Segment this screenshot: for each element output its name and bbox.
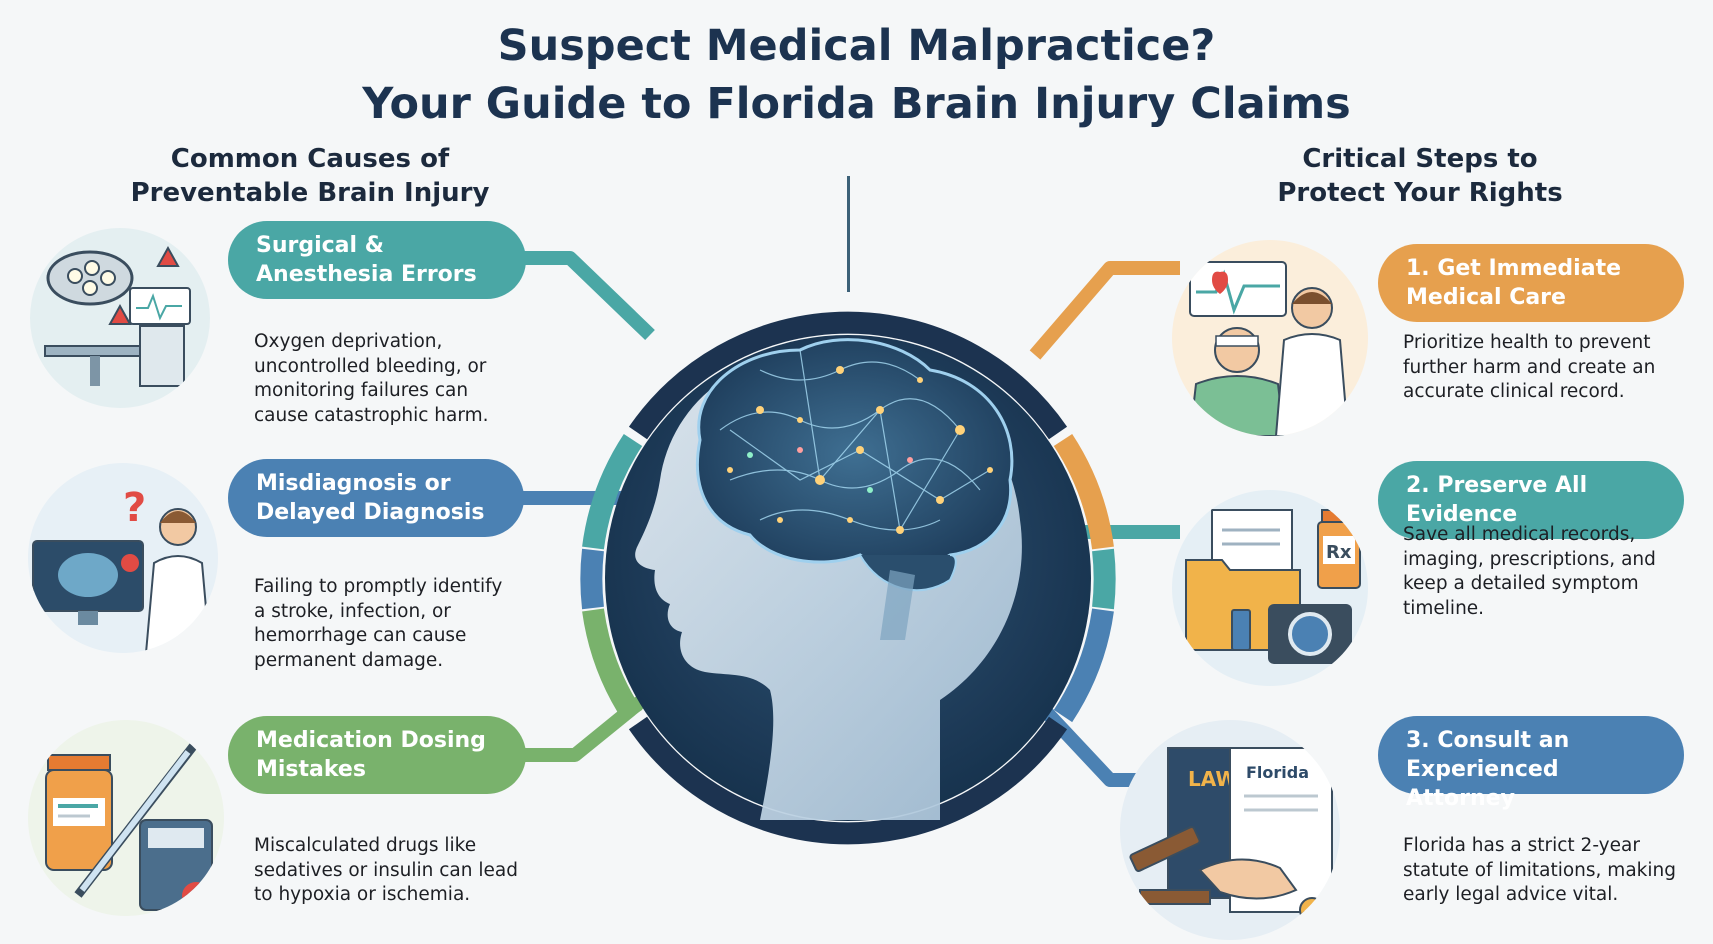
connector-left-1 [520, 251, 655, 341]
get-medical-care-text: Prioritize health to prevent further har… [1403, 332, 1656, 402]
page-title-line-1: Suspect Medical Malpractice? [497, 21, 1216, 71]
law-handshake-icon: LAW Florida [1120, 720, 1340, 940]
misdiagnosis-text: Failing to promptly identify a stroke, i… [254, 576, 503, 671]
doctor-scan-icon: ? [28, 463, 218, 653]
right-column-heading: Critical Steps to Protect Your Rights [1277, 144, 1563, 208]
rx-label: Rx [1326, 542, 1352, 563]
operating-room-icon [30, 228, 210, 408]
center-divider [847, 176, 850, 292]
center-ring [580, 311, 1116, 845]
question-mark-icon: ? [123, 485, 146, 531]
syringe-calculator-icon: × [28, 720, 224, 916]
doctor-patient-icon [1172, 240, 1368, 436]
misdiagnosis-label: Misdiagnosis or Delayed Diagnosis [228, 459, 524, 537]
consult-attorney-label: 3. Consult an Experienced Attorney [1378, 716, 1684, 811]
preserve-evidence-text: Save all medical records, imaging, presc… [1403, 524, 1656, 619]
medication-dosing-label: Medication Dosing Mistakes [228, 716, 526, 794]
connector-right-1 [1029, 261, 1180, 360]
florida-document-label: Florida [1246, 763, 1309, 782]
evidence-folder-icon: Rx [1172, 490, 1368, 686]
left-column-heading: Common Causes of Preventable Brain Injur… [130, 144, 490, 208]
surgical-anesthesia-errors-text: Oxygen deprivation, uncontrolled bleedin… [254, 331, 489, 426]
preserve-evidence-label: 2. Preserve All Evidence [1378, 461, 1684, 539]
surgical-anesthesia-errors-label: Surgical & Anesthesia Errors [228, 221, 526, 299]
get-medical-care-label: 1. Get Immediate Medical Care [1378, 244, 1684, 322]
medication-dosing-text: Miscalculated drugs like sedatives or in… [254, 835, 518, 905]
page-title-line-2: Your Guide to Florida Brain Injury Claim… [362, 79, 1351, 129]
consult-attorney-text: Florida has a strict 2-year statute of l… [1403, 835, 1676, 905]
